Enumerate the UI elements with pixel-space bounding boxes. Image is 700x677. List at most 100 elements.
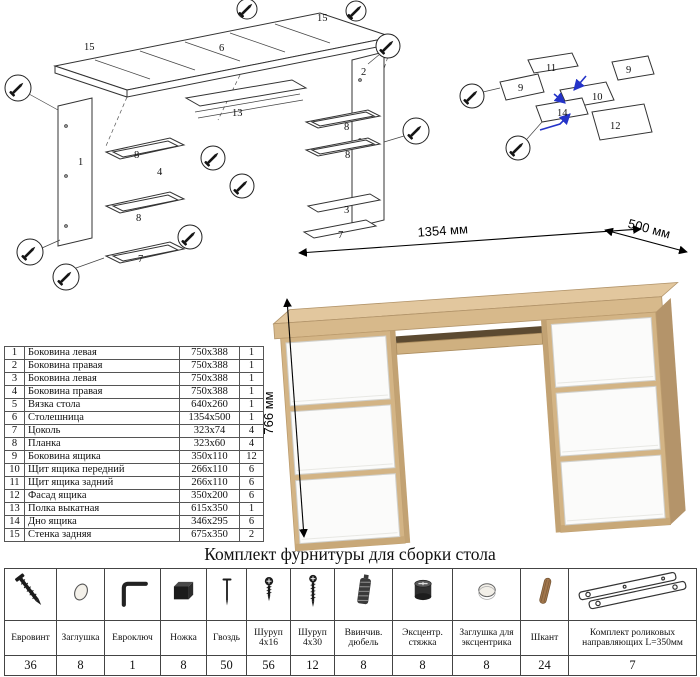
hardware-qty-row: 36 8 1 8 50 56 12 8 8 8 24 7 <box>4 655 697 676</box>
cam-lock-icon <box>413 579 432 601</box>
hardware-name: Ножка <box>160 620 207 656</box>
hardware-icons-row <box>4 568 697 621</box>
part-number: 6 <box>4 411 25 425</box>
dimension-width-label: 1354 мм <box>417 221 468 239</box>
part-qty: 6 <box>239 489 264 503</box>
part-size: 750х388 <box>179 385 240 399</box>
dimension-lines <box>283 225 688 538</box>
hardware-qty: 7 <box>568 655 697 676</box>
part-number-label: 3 <box>344 205 349 216</box>
part-name: Боковина ящика <box>24 450 180 464</box>
hex-key-icon <box>121 581 148 607</box>
part-qty: 6 <box>239 515 264 529</box>
part-name: Боковина левая <box>24 372 180 386</box>
cap-icon <box>73 583 88 601</box>
part-number: 5 <box>4 398 25 412</box>
part-size: 323х60 <box>179 437 240 451</box>
part-size: 750х388 <box>179 359 240 373</box>
hardware-table: Евровинт Заглушка Евроключ Ножка Гвоздь … <box>4 568 697 676</box>
part-number: 2 <box>4 359 25 373</box>
hardware-qty: 50 <box>206 655 247 676</box>
part-name: Полка выкатная <box>24 502 180 516</box>
hardware-name: Ввинчив. дюбель <box>334 620 393 656</box>
part-number: 3 <box>4 372 25 386</box>
part-size: 675х350 <box>179 528 240 542</box>
hardware-qty: 36 <box>4 655 57 676</box>
screw-in-dowel-icon <box>356 574 371 605</box>
part-qty: 1 <box>239 502 264 516</box>
keyboard-tray-slot <box>395 326 542 344</box>
part-number-label: 8 <box>134 150 139 161</box>
hardware-names-row: Евровинт Заглушка Евроключ Ножка Гвоздь … <box>4 620 697 656</box>
part-name: Боковина правая <box>24 385 180 399</box>
part-name: Фасад ящика <box>24 489 180 503</box>
hardware-qty: 1 <box>104 655 161 676</box>
part-qty: 12 <box>239 450 264 464</box>
nail-icon <box>222 578 231 606</box>
part-number: 1 <box>4 346 25 360</box>
hardware-qty: 12 <box>290 655 335 676</box>
part-size: 615х350 <box>179 502 240 516</box>
part-number: 11 <box>4 476 25 490</box>
part-qty: 4 <box>239 437 264 451</box>
part-number-label: 8 <box>345 150 350 161</box>
desk-body <box>272 282 686 552</box>
hardware-qty: 8 <box>56 655 105 676</box>
part-name: Дно ящика <box>24 515 180 529</box>
part-number: 9 <box>4 450 25 464</box>
roller-slides-icon <box>578 571 686 610</box>
desk-render: 1354 мм 500 мм 766 мм <box>253 213 700 558</box>
part-qty: 1 <box>239 398 264 412</box>
hardware-name: Евровинт <box>4 620 57 656</box>
part-name: Вязка стола <box>24 398 180 412</box>
hardware-qty: 24 <box>520 655 569 676</box>
part-qty: 1 <box>239 359 264 373</box>
part-size: 266х110 <box>179 463 240 477</box>
dowel-icon <box>538 577 551 604</box>
hardware-name: Заглушка для эксцентрика <box>452 620 521 656</box>
hardware-name: Шкант <box>520 620 569 656</box>
part-qty: 1 <box>239 385 264 399</box>
dimension-height-label: 766 мм <box>261 391 276 434</box>
part-qty: 6 <box>239 476 264 490</box>
hardware-name: Шуруп 4х30 <box>290 620 335 656</box>
part-size: 750х388 <box>179 346 240 360</box>
keyboard-tray <box>395 332 544 355</box>
part-qty: 1 <box>239 411 264 425</box>
part-size: 266х110 <box>179 476 240 490</box>
part-number-label: 13 <box>232 108 243 119</box>
part-number: 12 <box>4 489 25 503</box>
part-name: Боковина левая <box>24 346 180 360</box>
part-number: 15 <box>4 528 25 542</box>
part-number-label: 9 <box>626 65 631 76</box>
part-number-label: 8 <box>344 122 349 133</box>
part-qty: 4 <box>239 424 264 438</box>
drawer-assembly-diagram: 11 9 9 10 14 12 <box>459 52 655 161</box>
part-name: Столешница <box>24 411 180 425</box>
part-size: 323х74 <box>179 424 240 438</box>
part-number-label: 6 <box>219 43 224 54</box>
part-number-label: 2 <box>361 67 366 78</box>
part-qty: 6 <box>239 463 264 477</box>
part-name: Щит ящика передний <box>24 463 180 477</box>
part-name: Стенка задняя <box>24 528 180 542</box>
hardware-name: Комплект роликовых направляющих L=350мм <box>568 620 697 656</box>
part-number: 4 <box>4 385 25 399</box>
part-number-label: 12 <box>610 121 621 132</box>
part-number-label: 15 <box>84 42 95 53</box>
part-qty: 1 <box>239 346 264 360</box>
part-number: 10 <box>4 463 25 477</box>
foot-icon <box>173 581 193 600</box>
